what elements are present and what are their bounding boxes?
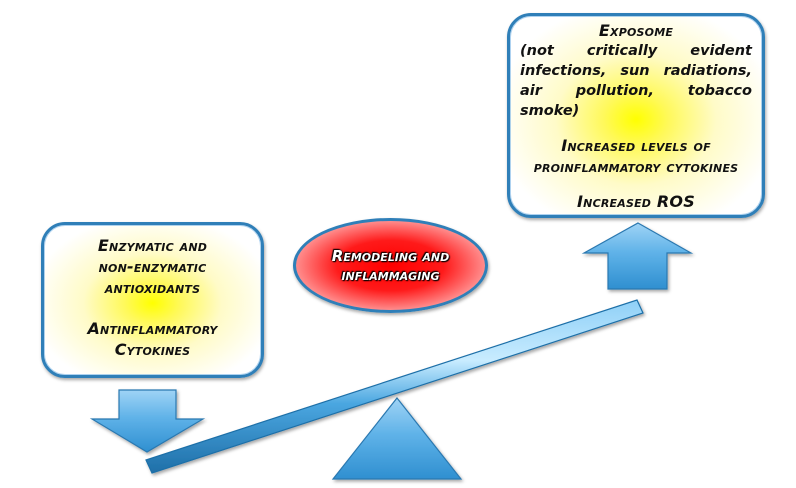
antioxidant-line-2: non-enzymatic (98, 257, 207, 276)
proinflammatory-line-2: proinflammatory cytokines (533, 157, 739, 176)
proinflammatory-line-1: Increased levels of (561, 136, 711, 155)
exposome-title: Exposome (598, 21, 674, 40)
inflammaging-line-1: Remodeling and (331, 246, 450, 265)
antiinflammatory-line-2: Cytokines (114, 340, 191, 359)
inflammaging-line-2: inflammaging (341, 265, 440, 284)
down-arrow-icon (89, 389, 206, 453)
antiinflammatory-line-1: Antinflammatory (87, 319, 218, 338)
exposome-box: Exposome (not critically evident infecti… (507, 13, 765, 218)
seesaw-beam (145, 299, 644, 474)
antioxidant-line-3: antioxidants (104, 278, 201, 297)
antioxidant-box: Enzymatic and non-enzymatic antioxidants… (41, 222, 264, 378)
increased-ros-label: Increased ROS (577, 192, 695, 211)
antioxidant-line-1: Enzymatic and (97, 236, 208, 255)
up-arrow-icon (581, 222, 694, 290)
inflammaging-ellipse: Remodeling and inflammaging (293, 218, 488, 313)
exposome-subtitle: (not critically evident infections, sun … (520, 43, 752, 119)
fulcrum-triangle-icon (331, 397, 463, 480)
